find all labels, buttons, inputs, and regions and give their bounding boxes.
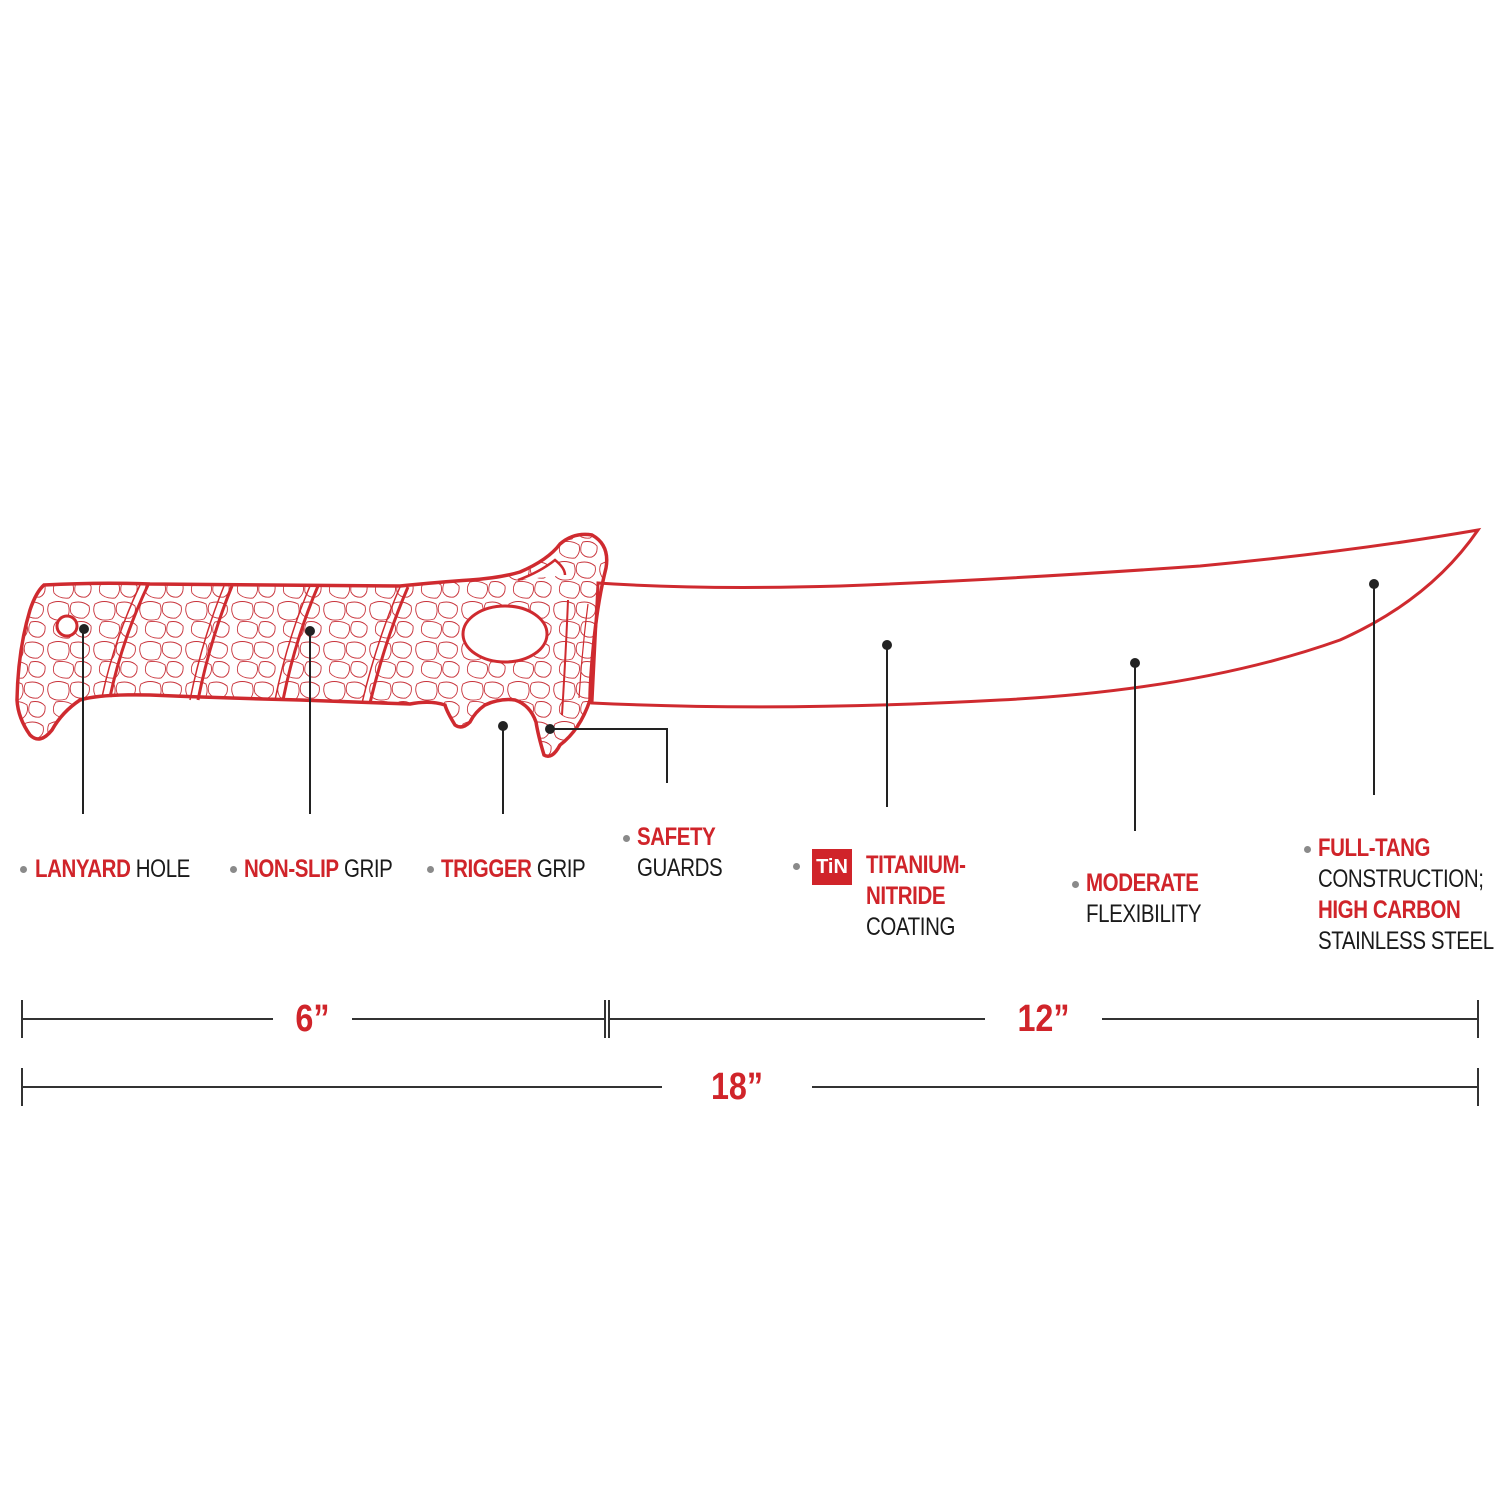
callout-trigger-grip: TRIGGER GRIP <box>441 855 586 883</box>
callout-moderate-flexibility: MODERATE FLEXIBILITY <box>1086 869 1202 928</box>
tin-badge-icon: TiN <box>812 849 852 885</box>
bullet-icon <box>427 866 434 873</box>
callout-full-tang-construction: FULL-TANG CONSTRUCTION; HIGH CARBON STAI… <box>1318 834 1494 955</box>
bullet-icon <box>230 866 237 873</box>
dimension-handle-length: 6” <box>295 998 330 1040</box>
callout-non-slip-grip: NON-SLIP GRIP <box>244 855 393 883</box>
lanyard-hole-shape <box>55 614 79 638</box>
bullet-icon <box>623 835 630 842</box>
bullet-icon <box>1072 881 1079 888</box>
dimension-overall-length: 18” <box>710 1066 764 1108</box>
callout-safety-guards: SAFETY GUARDS <box>637 823 723 882</box>
bullet-icon <box>793 863 800 870</box>
dimension-blade-length: 12” <box>1017 998 1070 1040</box>
bullet-icon <box>1304 846 1311 853</box>
bullet-icon <box>20 866 27 873</box>
dimension-lines <box>21 1000 1479 1106</box>
callout-lanyard-hole: LANYARD HOLE <box>35 855 190 883</box>
leader-lines <box>79 579 1379 831</box>
callout-titanium-nitride-coating: TITANIUM- NITRIDE COATING <box>866 851 966 941</box>
blade-shape <box>578 527 1482 709</box>
handle-shape <box>15 532 609 758</box>
